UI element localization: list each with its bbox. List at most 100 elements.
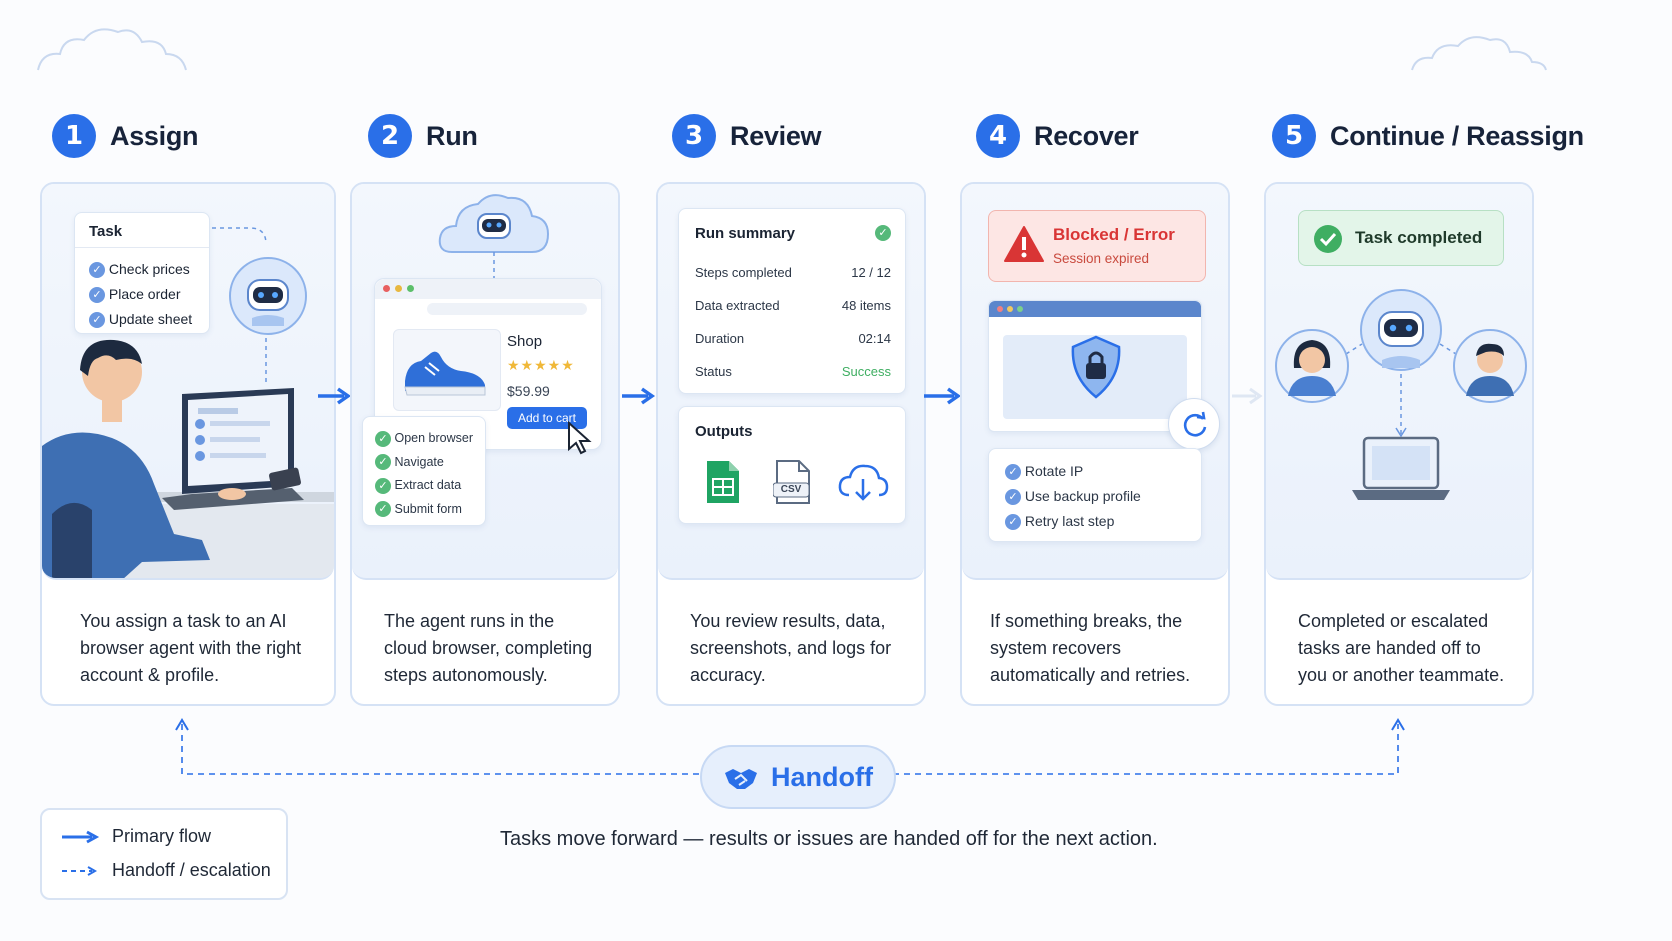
agent-step: ✓ Extract data <box>375 474 473 498</box>
step-header-review: 3 Review <box>672 112 822 160</box>
footer-caption: Tasks move forward — results or issues a… <box>500 828 1158 850</box>
task-item: ✓ Update sheet <box>89 307 192 332</box>
step-title: Review <box>730 120 822 151</box>
check-icon: ✓ <box>1005 464 1021 481</box>
cloud-decoration-left <box>37 28 187 71</box>
refresh-button[interactable] <box>1168 398 1220 450</box>
step-description: You assign a task to an AI browser agent… <box>80 611 302 685</box>
price-label: $59.99 <box>507 383 550 399</box>
cloud-decoration-right <box>1411 36 1547 71</box>
outputs-title: Outputs <box>695 423 753 440</box>
task-card: Task ✓ Check prices ✓ Place order ✓ Upda… <box>74 212 210 334</box>
refresh-icon <box>1183 411 1207 437</box>
step-description: You review results, data, screenshots, a… <box>690 611 892 685</box>
check-icon: ✓ <box>375 454 391 471</box>
robot-icon <box>229 257 307 335</box>
step-title: Assign <box>110 120 199 151</box>
recovery-actions-card: ✓ Rotate IP ✓ Use backup profile ✓ Retry… <box>988 448 1202 542</box>
shop-title: Shop <box>507 333 543 350</box>
step-title: Recover <box>1034 120 1139 151</box>
check-icon: ✓ <box>1005 489 1021 506</box>
task-item: ✓ Check prices <box>89 257 192 282</box>
step-number: 4 <box>976 114 1020 158</box>
step-header-continue: 5 Continue / Reassign <box>1272 112 1584 160</box>
step-card-run: Shop ★★★★★ $59.99 Add to cart ✓ Open bro… <box>350 182 620 706</box>
primary-flow-arrow <box>1232 387 1263 405</box>
task-completed-banner: Task completed <box>1298 210 1504 266</box>
csv-file-icon[interactable] <box>773 459 813 505</box>
error-banner: Blocked / Error Session expired <box>988 210 1206 282</box>
legend-handoff: Handoff / escalation <box>60 860 271 881</box>
agent-step: ✓ Open browser <box>375 427 473 451</box>
assign-illustration: Task ✓ Check prices ✓ Place order ✓ Upda… <box>42 184 334 580</box>
check-icon: ✓ <box>1005 514 1021 531</box>
recovery-action: ✓ Retry last step <box>1005 509 1141 534</box>
assign-connector <box>212 227 267 386</box>
shield-lock-icon <box>1071 335 1121 399</box>
step-card-assign: Task ✓ Check prices ✓ Place order ✓ Upda… <box>40 182 336 706</box>
handoff-label: Handoff <box>771 761 873 792</box>
agent-step: ✓ Submit form <box>375 498 473 522</box>
check-icon: ✓ <box>375 430 391 447</box>
error-title: Blocked / Error <box>1053 225 1175 244</box>
check-circle-icon <box>1314 225 1342 253</box>
step-description: The agent runs in the cloud browser, com… <box>384 611 593 685</box>
step-description: If something breaks, the system recovers… <box>990 611 1191 685</box>
primary-flow-arrow <box>318 387 352 405</box>
person-at-laptop-illustration <box>42 339 334 578</box>
step-header-recover: 4 Recover <box>976 112 1139 160</box>
recovery-action: ✓ Rotate IP <box>1005 459 1141 484</box>
outputs-card: Outputs CSV <box>678 406 906 524</box>
check-icon: ✓ <box>89 312 105 329</box>
check-circle-icon: ✓ <box>875 225 891 241</box>
dashed-arrow-icon <box>62 865 98 876</box>
cloud-browser-window: Shop ★★★★★ $59.99 Add to cart <box>374 278 602 455</box>
spreadsheet-icon[interactable] <box>705 459 741 505</box>
agent-steps-card: ✓ Open browser ✓ Navigate ✓ Extract data… <box>362 416 486 526</box>
error-subtitle: Session expired <box>1053 251 1150 266</box>
recover-illustration: Blocked / Error Session expired <box>962 184 1228 580</box>
step-card-continue: Task completed Comp <box>1264 182 1534 706</box>
continue-illustration: Task completed <box>1266 184 1532 580</box>
primary-flow-arrow <box>622 387 656 405</box>
legend-primary-flow: Primary flow <box>60 826 211 847</box>
legend: Primary flow Handoff / escalation <box>40 808 288 900</box>
check-icon: ✓ <box>375 501 391 518</box>
step-number: 1 <box>52 114 96 158</box>
step-header-assign: 1 Assign <box>52 112 199 160</box>
handoff-team-illustration <box>1275 289 1527 500</box>
recovery-action: ✓ Use backup profile <box>1005 484 1141 509</box>
step-number: 3 <box>672 114 716 158</box>
cursor-icon <box>568 421 592 455</box>
download-icon[interactable] <box>837 463 889 503</box>
task-card-title: Task <box>89 223 123 240</box>
agent-step: ✓ Navigate <box>375 451 473 475</box>
blocked-browser-window <box>988 300 1202 432</box>
task-item: ✓ Place order <box>89 282 192 307</box>
add-to-cart-button[interactable]: Add to cart <box>507 407 587 429</box>
csv-label: CSV <box>780 484 802 495</box>
solid-arrow-icon <box>62 830 100 843</box>
check-icon: ✓ <box>375 477 391 494</box>
run-summary-title: Run summary <box>695 225 796 242</box>
step-title: Run <box>426 120 478 151</box>
sneaker-icon <box>404 351 486 396</box>
step-number: 5 <box>1272 114 1316 158</box>
check-icon: ✓ <box>89 287 105 304</box>
handshake-icon <box>725 769 757 789</box>
run-illustration: Shop ★★★★★ $59.99 Add to cart ✓ Open bro… <box>352 184 618 580</box>
step-description: Completed or escalated tasks are handed … <box>1298 611 1505 685</box>
status-badge: Success <box>841 364 891 379</box>
step-number: 2 <box>368 114 412 158</box>
step-title: Continue / Reassign <box>1330 120 1584 151</box>
step-header-run: 2 Run <box>368 112 478 160</box>
cloud-robot-icon <box>438 194 550 278</box>
handoff-loop-connector <box>175 718 1405 775</box>
